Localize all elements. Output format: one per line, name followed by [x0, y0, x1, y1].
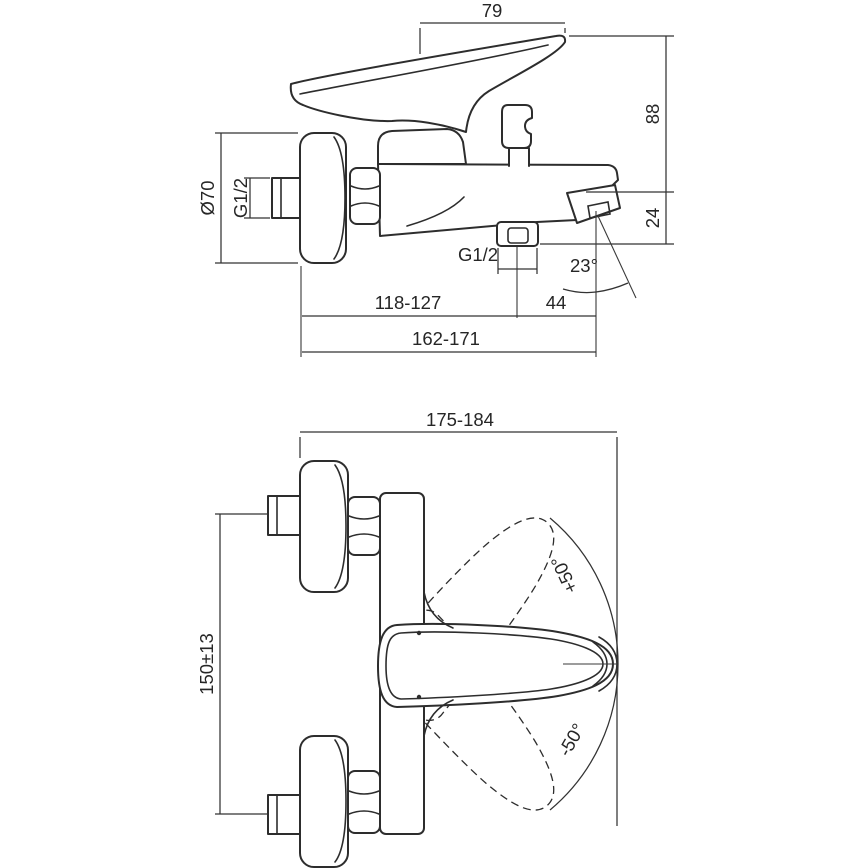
side-union-nut	[349, 167, 381, 225]
plan-upper-nut-facet-top	[348, 515, 380, 520]
plan-lower-nut-facet-top	[348, 790, 380, 795]
plan-upper-connector	[267, 495, 301, 536]
lever-edge-line	[299, 44, 549, 95]
aerator-outlet	[587, 201, 611, 219]
side-view-dimensions: 79 88 24 Ø70 G1/2 G1/2	[197, 0, 674, 357]
dim-shower-outlet-thread: G1/2	[458, 244, 498, 265]
lever-pin-dot-top	[416, 630, 422, 636]
diverter-knob	[501, 104, 533, 149]
plan-upper-escutcheon-face	[334, 464, 347, 589]
dim-wall-to-handle-tip: 175-184	[426, 409, 494, 430]
plan-lower-connector	[267, 794, 301, 835]
plan-view: +50° -50° 175-184 150±13	[196, 409, 618, 868]
dim-handle-swing-up: +50°	[546, 553, 581, 597]
plan-upper-escutcheon	[299, 460, 349, 593]
side-inlet-connector	[271, 177, 301, 219]
spout-contour-line	[406, 196, 465, 227]
dim-inlet-thread: G1/2	[230, 178, 251, 218]
plan-upper-nut-facet-bottom	[348, 533, 380, 538]
dim-handle-projection: 79	[482, 0, 503, 21]
plan-lower-nut	[347, 770, 381, 834]
lever-pin-dot-bottom	[416, 694, 422, 700]
plan-lower-nut-facet-bottom	[348, 810, 380, 815]
dim-wall-to-shower-outlet: 118-127	[375, 292, 442, 313]
side-view: 79 88 24 Ø70 G1/2 G1/2	[197, 0, 674, 357]
side-escutcheon	[299, 132, 347, 264]
dim-wall-to-spout-tip: 162-171	[412, 328, 480, 349]
aerator-housing	[566, 184, 621, 224]
plan-lower-escutcheon-face	[334, 739, 347, 863]
dim-shower-outlet-to-tip: 44	[546, 292, 567, 313]
spout-body	[377, 163, 619, 237]
plan-upper-nut	[347, 496, 381, 556]
side-nut-facet-bottom	[350, 202, 380, 207]
lever-neck-fillet-top	[423, 591, 454, 629]
dim-handle-swing-down: -50°	[554, 720, 589, 760]
diverter-stem	[508, 147, 530, 167]
dim-escutcheon-diameter: Ø70	[197, 181, 218, 216]
plan-view-dimensions: 175-184 150±13	[196, 409, 618, 826]
cartridge-dome	[377, 128, 467, 165]
dim-spout-angle: 23°	[570, 255, 598, 276]
dim-height-above-spout: 88	[642, 104, 663, 125]
side-escutcheon-face	[333, 136, 346, 260]
dim-inlet-centres: 150±13	[196, 633, 217, 695]
shower-outlet-thread	[507, 227, 529, 244]
lever-handle-side	[289, 34, 567, 133]
side-nut-facet-top	[350, 185, 380, 190]
dim-spout-end-height: 24	[642, 208, 663, 229]
lever-neck-fillet-bottom	[423, 699, 454, 737]
